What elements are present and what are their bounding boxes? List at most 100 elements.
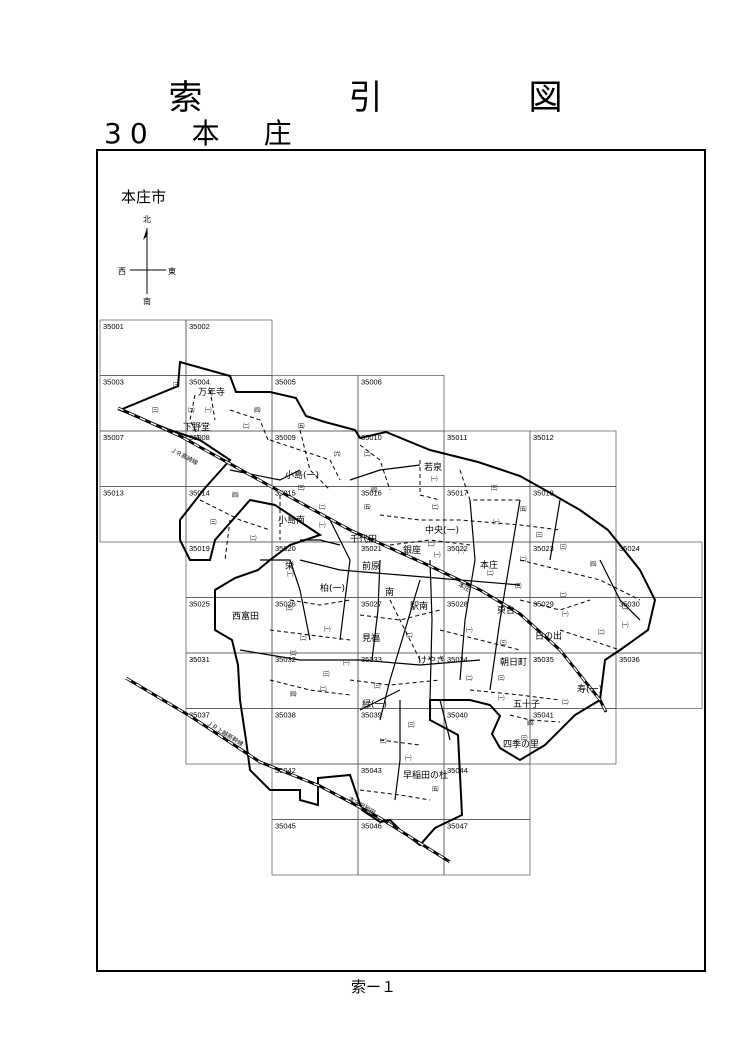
sub-area-label: ㈤ — [364, 502, 371, 511]
grid-cell-number: 35045 — [275, 822, 296, 831]
district-boundaries — [189, 389, 641, 801]
grid-cell[interactable]: 35045 — [271, 819, 359, 876]
compass-north: 北 — [143, 215, 151, 224]
grid-cell-number: 35005 — [275, 378, 296, 387]
grid-cell[interactable]: 35026 — [271, 597, 359, 654]
grid-cell-number: 35026 — [275, 600, 296, 609]
area-name: 銀座 — [403, 544, 421, 556]
area-name: 小島(一) — [285, 469, 319, 481]
sub-area-label: ㈢ — [152, 405, 159, 414]
area-name: 西富田 — [232, 610, 259, 622]
grid-cell-number: 35038 — [275, 711, 296, 720]
grid-cell-number: 35007 — [103, 433, 124, 442]
sub-area-label: ㈡ — [560, 590, 567, 599]
rail-label: ＪＲ上越新幹線 — [205, 719, 245, 748]
sub-area-label: ㈡ — [380, 736, 387, 745]
sub-area-label: ㈡ — [243, 421, 250, 430]
grid-cell-number: 35010 — [361, 433, 382, 442]
grid-cell[interactable]: 35012 — [529, 430, 617, 487]
grid-cell[interactable]: 35028 — [443, 597, 531, 654]
sub-area-label: ㈠ — [205, 405, 212, 414]
sub-area-label: ㈢ — [498, 673, 505, 682]
grid-cell-number: 35023 — [533, 544, 554, 553]
grid-cell[interactable]: 35006 — [357, 375, 445, 432]
area-name: 見福 — [362, 632, 380, 644]
area-name: 万年寺 — [198, 386, 225, 398]
grid-cell-number: 35008 — [189, 433, 210, 442]
grid-cell-number: 35016 — [361, 489, 382, 498]
grid-cell-number: 35024 — [619, 544, 640, 553]
grid-cell-number: 35022 — [447, 544, 468, 553]
grid-cell-number: 35003 — [103, 378, 124, 387]
grid-cell[interactable]: 35044 — [443, 763, 531, 820]
grid-cell[interactable]: 35005 — [271, 375, 359, 432]
sub-area-label: ㈢ — [374, 681, 381, 690]
sub-area-label: ㈢ — [173, 380, 180, 389]
grid-cell[interactable]: 35013 — [99, 486, 187, 543]
sub-area-label: ㈡ — [406, 630, 413, 639]
city-label: 本庄市 — [121, 188, 167, 206]
grid-cell-number: 35021 — [361, 544, 382, 553]
sub-area-label: ㈢ — [536, 530, 543, 539]
sub-area-label: ㈠ — [458, 546, 465, 555]
grid-cell[interactable]: 35031 — [185, 652, 273, 709]
grid-cell-number: 35027 — [361, 600, 382, 609]
sub-area-label: ㈠ — [622, 620, 629, 629]
sub-area-label: ㈢ — [298, 483, 305, 492]
grid-cell[interactable]: 35001 — [99, 319, 187, 376]
sub-area-label: ㈠ — [319, 520, 326, 529]
map-frame — [96, 149, 706, 972]
sub-area-label: ㈣ — [590, 559, 597, 568]
grid-cell-box — [529, 708, 617, 765]
grid-cell-number: 35019 — [189, 544, 210, 553]
grid-cell-number: 35047 — [447, 822, 468, 831]
grid-cell-number: 35034 — [447, 655, 468, 664]
sub-area-label: ㈡ — [320, 684, 327, 693]
grid-cell[interactable]: 35036 — [615, 652, 703, 709]
grid-cell-number: 35042 — [275, 766, 296, 775]
grid-cell[interactable]: 35047 — [443, 819, 531, 876]
area-name: 四季の里 — [503, 738, 539, 750]
grid-cell-number: 35013 — [103, 489, 124, 498]
sub-area-label: ㈡ — [562, 697, 569, 706]
area-name: 前原 — [362, 560, 380, 572]
area-name: 本庄 — [480, 559, 498, 571]
grid-cell-number: 35001 — [103, 322, 124, 331]
sub-area-label: ㈠ — [287, 569, 294, 578]
area-name: 寿(一) — [577, 683, 602, 695]
sub-area-label: ㈡ — [188, 405, 195, 414]
sub-area-label: ㈣ — [232, 490, 239, 499]
grid-cell[interactable]: 35024 — [615, 541, 703, 598]
grid-cell-number: 35011 — [447, 433, 467, 442]
grid-cell[interactable]: 35046 — [357, 819, 445, 876]
area-name: 駅南 — [410, 600, 428, 612]
area-name: 中央(一) — [425, 524, 459, 536]
grid-cell[interactable]: 35023 — [529, 541, 617, 598]
grid-cell-number: 35031 — [189, 655, 210, 664]
grid-cell[interactable]: 35018 — [529, 486, 617, 543]
sub-area-label: ㈡ — [300, 633, 307, 642]
sub-area-label: ㈡ — [364, 449, 371, 458]
sub-area-label: ㈡ — [319, 502, 326, 511]
grid-cell-number: 35044 — [447, 766, 468, 775]
sub-area-label: ㈤ — [520, 504, 527, 513]
sub-area-label: ㈥ — [334, 449, 341, 458]
grid-cell-box — [443, 819, 531, 876]
grid-cell[interactable]: 35011 — [443, 430, 531, 487]
sub-area-label: ㈠ — [562, 609, 569, 618]
grid-cell[interactable]: 35038 — [271, 708, 359, 765]
sub-area-label: ㈣ — [371, 485, 378, 494]
grid-cell-number: 35029 — [533, 600, 554, 609]
sub-area-label: ㈤ — [298, 421, 305, 430]
sub-area-label: ㈡ — [598, 627, 605, 636]
grid-cell[interactable]: 35041 — [529, 708, 617, 765]
sub-area-label: ㈢ — [521, 733, 528, 742]
grid-cell[interactable]: 35007 — [99, 430, 187, 487]
compass-south: 南 — [143, 296, 151, 306]
sub-area-label: ㈢ — [515, 581, 522, 590]
section-subtitle: 30 本 庄 — [104, 117, 300, 150]
grid-cell[interactable]: 35039 — [357, 708, 445, 765]
grid-cell[interactable]: 35025 — [185, 597, 273, 654]
